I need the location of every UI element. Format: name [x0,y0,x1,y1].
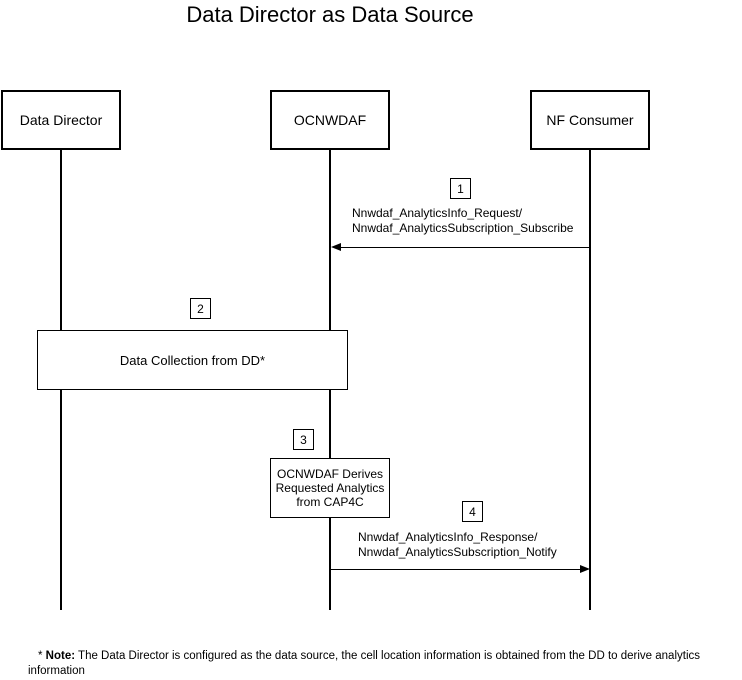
actor-label-nf-consumer: NF Consumer [546,112,634,128]
step-badge-3: 3 [293,429,314,450]
message-arrow-1-head-icon [331,242,341,251]
message-arrow-4-head-icon [580,564,590,573]
footnote-label: Note: [45,650,76,662]
message-line: Nnwdaf_AnalyticsInfo_Response/ [358,530,538,544]
step-number-3: 3 [300,432,307,447]
actor-box-nf-consumer: NF Consumer [530,90,650,150]
message-arrow-4-line [330,568,580,570]
message-line: Nnwdaf_AnalyticsSubscription_Subscribe [352,221,574,235]
footnote-text: The Data Director is configured as the d… [28,650,700,677]
message-label-response: Nnwdaf_AnalyticsInfo_Response/ Nnwdaf_An… [358,530,557,560]
message-arrow-1-line [339,246,590,248]
lifeline-nf-consumer [589,150,591,610]
step-number-4: 4 [469,504,476,519]
step-number-1: 1 [457,181,464,196]
actor-label-ocnwdaf: OCNWDAF [293,112,367,128]
diagram-title: Data Director as Data Source [186,2,474,27]
message-label-request: Nnwdaf_AnalyticsInfo_Request/ Nnwdaf_Ana… [352,206,573,236]
activity-box-derive-analytics: OCNWDAF Derives Requested Analytics from… [270,458,390,518]
actor-box-data-director: Data Director [1,90,121,150]
step-badge-1: 1 [450,178,471,199]
step-number-2: 2 [197,301,204,316]
footnote: * Note: The Data Director is configured … [28,649,704,679]
step-badge-4: 4 [462,501,483,522]
actor-label-data-director: Data Director [19,112,103,128]
actor-box-ocnwdaf: OCNWDAF [270,90,390,150]
step-badge-2: 2 [190,298,211,319]
activity-line: from CAP4C [296,495,364,509]
activity-line: OCNWDAF Derives [276,467,383,481]
message-line: Nnwdaf_AnalyticsSubscription_Notify [358,545,557,559]
message-line: Nnwdaf_AnalyticsInfo_Request/ [352,206,523,220]
activity-box-data-collection: Data Collection from DD* [37,330,348,390]
footnote-star: * [38,650,46,662]
activity-label-data-collection: Data Collection from DD* [119,352,266,368]
activity-line: Requested Analytics [275,481,385,495]
